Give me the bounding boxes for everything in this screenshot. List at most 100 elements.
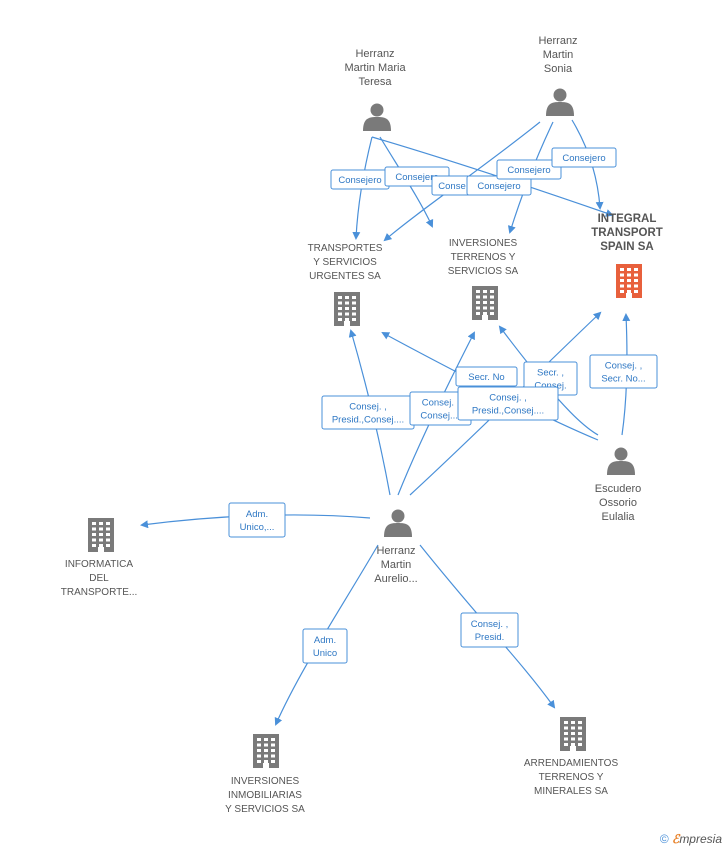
- building-window: [345, 301, 349, 305]
- role-label-r8[interactable]: Secr. No: [455, 366, 518, 387]
- building-window: [352, 301, 356, 305]
- building-window: [571, 721, 575, 724]
- role-label-box: [496, 159, 562, 180]
- building-door: [626, 293, 632, 298]
- building-icon: [88, 518, 114, 552]
- role-label-r12[interactable]: Consej. ,Presid.,Consej....: [457, 386, 559, 421]
- building-window: [264, 738, 268, 741]
- building-window: [490, 301, 494, 304]
- node-label-line: TRANSPORTES: [308, 243, 383, 254]
- building-window: [92, 538, 96, 542]
- building-window: [564, 726, 568, 730]
- building-icon: [616, 264, 642, 298]
- building-window: [257, 743, 261, 747]
- building-window: [476, 295, 480, 299]
- role-label-box: [455, 366, 518, 387]
- node-label-line: Martin: [381, 559, 412, 571]
- building-window: [99, 544, 103, 547]
- building-window: [483, 295, 487, 299]
- role-label-r6[interactable]: Consejero: [551, 147, 617, 168]
- building-window: [352, 318, 356, 321]
- person-icon-head: [614, 447, 628, 461]
- node-label-line: Martin Maria: [344, 62, 406, 74]
- building-window: [264, 754, 268, 758]
- edge-teresa-integral: [371, 136, 614, 217]
- building-window: [92, 527, 96, 531]
- role-label-box: [228, 502, 286, 538]
- building-window: [338, 307, 342, 310]
- building-window: [106, 522, 110, 525]
- role-label-r14[interactable]: Adm.Unico: [302, 628, 348, 664]
- building-window: [571, 737, 575, 741]
- building-window: [564, 732, 568, 735]
- building-window: [620, 273, 624, 277]
- building-window: [634, 279, 638, 282]
- role-label-r1[interactable]: Consejero: [330, 169, 390, 190]
- node-label-line: Y SERVICIOS SA: [225, 804, 305, 815]
- building-window: [264, 743, 268, 747]
- building-window: [490, 295, 494, 299]
- building-window: [257, 754, 261, 758]
- node-label-line: Herranz: [355, 48, 394, 60]
- building-window: [634, 268, 638, 271]
- person-icon-head: [553, 88, 567, 102]
- node-label-line: SPAIN SA: [600, 241, 653, 253]
- building-door: [263, 763, 269, 768]
- building-icon: [560, 717, 586, 751]
- role-label-r15[interactable]: Consej. ,Presid.: [460, 612, 519, 648]
- building-window: [106, 527, 110, 531]
- role-label-box: [302, 628, 348, 664]
- building-window: [571, 726, 575, 730]
- role-label-r13[interactable]: Adm.Unico,...: [228, 502, 286, 538]
- role-label-text: Consejero: [562, 153, 605, 164]
- role-label-r3[interactable]: Conse: [431, 175, 473, 196]
- building-window: [264, 749, 268, 752]
- building-icon: [472, 286, 498, 320]
- role-label-r5[interactable]: Consejero: [496, 159, 562, 180]
- building-window: [352, 312, 356, 316]
- role-label-text: Unico: [313, 648, 337, 659]
- building-window: [634, 273, 638, 277]
- building-window: [578, 743, 582, 746]
- role-label-r7[interactable]: Consej. ,Secr. No...: [589, 354, 658, 389]
- building-window: [490, 312, 494, 315]
- node-label-line: MINERALES SA: [534, 786, 608, 797]
- person-icon: [384, 509, 412, 537]
- building-window: [571, 743, 575, 746]
- building-window: [571, 732, 575, 735]
- role-label-text: Secr. ,: [537, 368, 564, 379]
- building-window: [271, 749, 275, 752]
- building-window: [620, 290, 624, 293]
- building-window: [564, 737, 568, 741]
- person-node-aurelio[interactable]: HerranzMartinAurelio...: [374, 509, 418, 586]
- building-window: [490, 306, 494, 310]
- role-label-text: Consejero: [338, 175, 381, 186]
- building-window: [106, 544, 110, 547]
- node-label-line: Sonia: [544, 63, 573, 75]
- company-node-informatica[interactable]: INFORMATICADELTRANSPORTE...: [61, 518, 138, 598]
- role-label-text: Presid.,Consej....: [472, 406, 544, 417]
- building-window: [345, 318, 349, 321]
- building-window: [627, 273, 631, 277]
- building-window: [578, 737, 582, 741]
- node-label-line: Herranz: [376, 545, 415, 557]
- building-window: [578, 732, 582, 735]
- role-label-text: Unico,...: [240, 522, 275, 533]
- building-window: [627, 268, 631, 271]
- role-label-text: Consej. ,: [422, 398, 460, 409]
- node-label-line: INFORMATICA: [65, 559, 133, 570]
- node-label-line: INTEGRAL: [598, 213, 657, 225]
- building-window: [271, 743, 275, 747]
- building-door: [98, 547, 104, 552]
- role-label-r10[interactable]: Consej. ,Presid.,Consej....: [321, 395, 415, 430]
